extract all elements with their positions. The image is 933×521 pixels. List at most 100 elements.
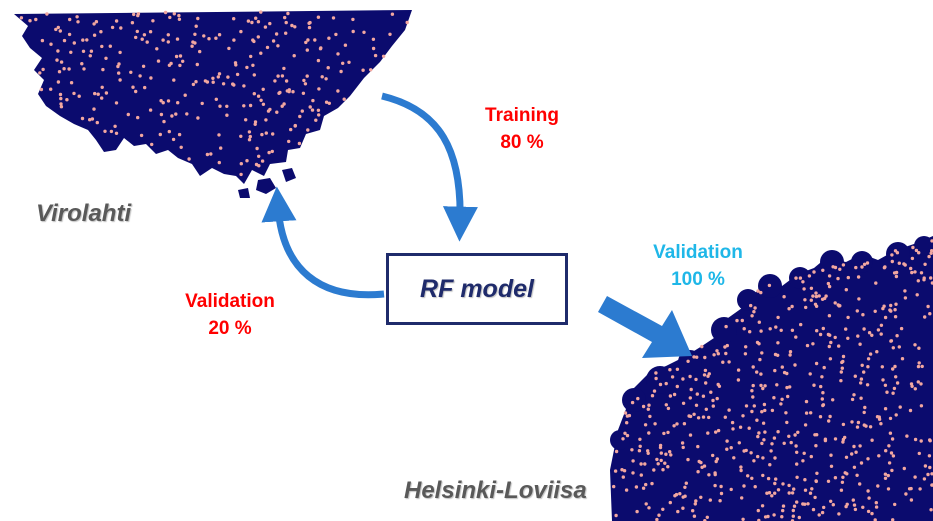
sample-point — [810, 487, 814, 491]
sample-point — [750, 389, 754, 393]
sample-point — [889, 339, 894, 343]
sample-point — [302, 78, 306, 83]
sample-point — [174, 54, 179, 59]
sample-point — [829, 499, 833, 503]
sample-point — [858, 482, 862, 486]
sample-point — [68, 17, 72, 22]
sample-point — [753, 485, 757, 489]
sample-point — [284, 31, 288, 35]
sample-point — [909, 382, 914, 386]
sample-point — [826, 281, 831, 286]
sample-point — [644, 502, 648, 506]
sample-point — [719, 484, 723, 489]
sample-point — [214, 36, 218, 40]
sample-point — [261, 102, 266, 107]
sample-point — [759, 383, 763, 388]
sample-point — [316, 58, 321, 63]
sample-point — [81, 38, 85, 42]
sample-point — [104, 56, 108, 60]
sample-point — [824, 294, 828, 298]
sample-point — [854, 265, 858, 270]
sample-point — [828, 333, 832, 337]
sample-point — [331, 16, 336, 20]
sample-point — [190, 44, 194, 48]
sample-point — [786, 394, 790, 399]
sample-point — [715, 396, 719, 401]
sample-point — [284, 79, 289, 83]
sample-point — [821, 326, 825, 331]
sample-point — [682, 422, 687, 426]
sample-point — [317, 113, 321, 117]
sample-point — [249, 54, 253, 59]
sample-point — [919, 382, 923, 386]
sample-point — [922, 276, 926, 280]
sample-point — [623, 431, 627, 435]
sample-point — [782, 441, 786, 445]
sample-point — [815, 329, 819, 333]
sample-point — [113, 124, 117, 128]
sample-point — [788, 353, 792, 357]
sample-point — [784, 411, 788, 415]
sample-point — [388, 32, 392, 36]
sample-point — [760, 504, 765, 508]
sample-point — [899, 326, 904, 331]
sample-point — [886, 487, 891, 491]
sample-point — [809, 298, 813, 302]
sample-point — [280, 74, 285, 78]
sample-point — [750, 409, 754, 414]
sample-point — [638, 437, 642, 441]
sample-point — [62, 67, 66, 71]
sample-point — [695, 355, 699, 359]
sample-point — [659, 458, 663, 463]
sample-point — [242, 104, 246, 108]
sample-point — [718, 499, 722, 503]
sample-point — [214, 97, 218, 102]
sample-point — [761, 421, 766, 425]
sample-point — [813, 495, 817, 500]
sample-point — [846, 275, 850, 280]
sample-point — [756, 454, 760, 459]
sample-point — [67, 32, 72, 37]
sample-point — [167, 129, 171, 134]
sample-point — [351, 29, 355, 34]
sample-point — [839, 379, 843, 383]
sample-point — [787, 434, 791, 438]
sample-point — [692, 412, 696, 416]
sample-point — [843, 471, 847, 475]
sample-point — [675, 422, 679, 426]
sample-point — [902, 262, 906, 266]
sample-point — [809, 454, 813, 459]
sample-point — [732, 456, 736, 460]
virolahti-islands — [238, 168, 296, 198]
sample-point — [895, 381, 900, 385]
curved-arrow-up-icon — [261, 186, 385, 299]
sample-point — [647, 431, 651, 435]
sample-point — [882, 304, 886, 308]
sample-point — [94, 20, 99, 24]
sample-point — [884, 449, 888, 453]
sample-point — [232, 17, 236, 21]
sample-point — [259, 51, 263, 55]
sample-point — [751, 365, 755, 369]
sample-point — [692, 514, 697, 518]
sample-point — [883, 476, 888, 480]
sample-point — [868, 425, 873, 429]
sample-point — [162, 119, 166, 124]
sample-point — [836, 276, 840, 281]
sample-point — [661, 507, 665, 511]
sample-point — [785, 385, 789, 390]
sample-point — [757, 320, 761, 324]
sample-point — [894, 413, 898, 417]
sample-point — [865, 261, 870, 265]
sample-point — [802, 287, 806, 291]
sample-point — [787, 491, 791, 495]
sample-point — [814, 444, 818, 448]
sample-point — [196, 116, 200, 120]
sample-point — [776, 430, 780, 434]
sample-point — [833, 437, 838, 441]
sample-point — [696, 470, 700, 474]
sample-point — [760, 351, 764, 355]
sample-point — [313, 38, 317, 42]
sample-point — [342, 97, 346, 101]
sample-point — [156, 59, 161, 63]
